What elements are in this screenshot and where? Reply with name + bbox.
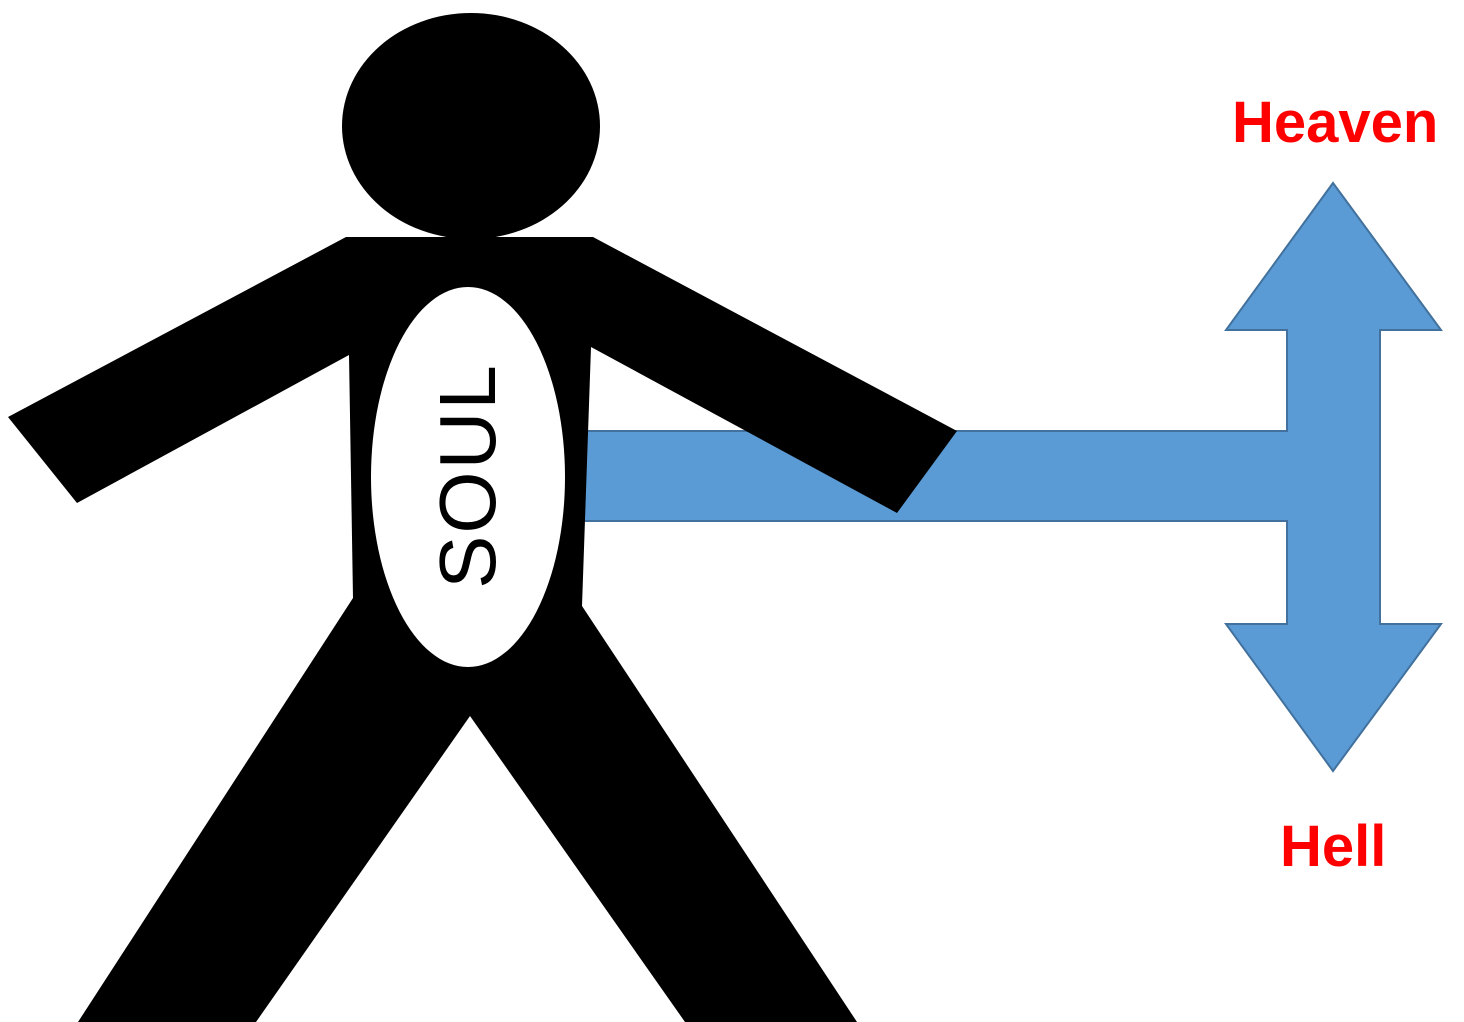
soul-label: SOUL bbox=[428, 363, 508, 589]
double-headed-arrow-icon bbox=[584, 183, 1441, 771]
heaven-label: Heaven bbox=[1232, 94, 1438, 152]
figure-head bbox=[342, 13, 600, 239]
hell-label: Hell bbox=[1280, 818, 1386, 876]
